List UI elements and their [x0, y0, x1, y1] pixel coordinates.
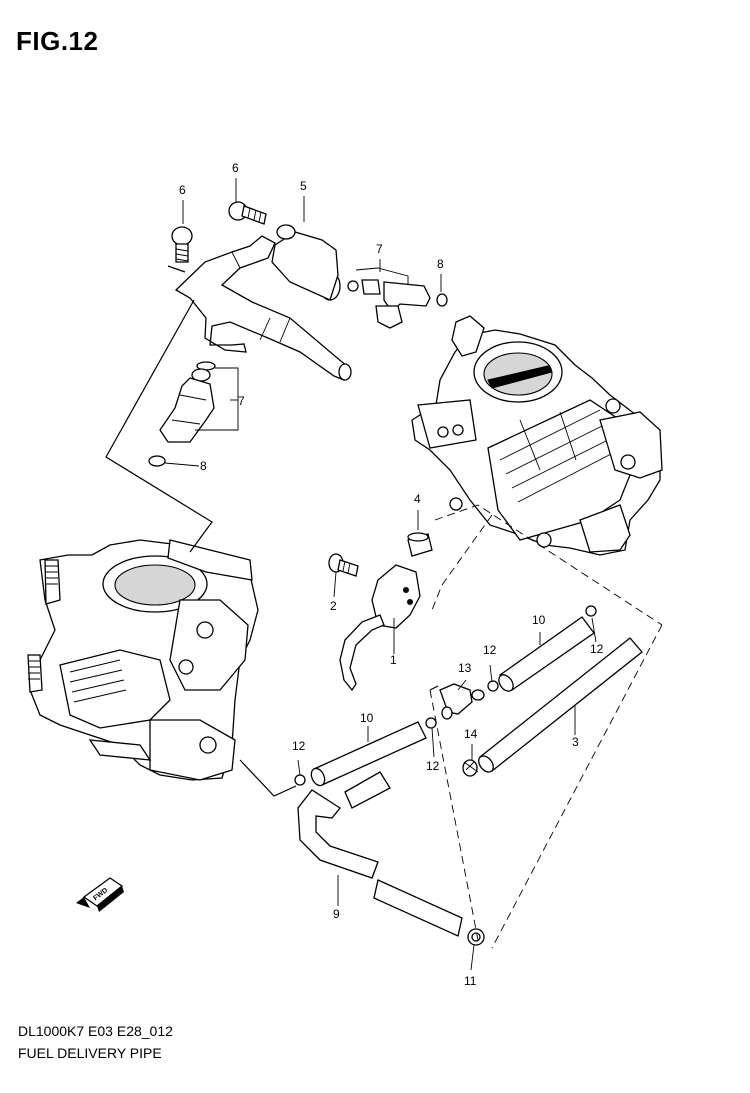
fuel-injector-lower[interactable]	[148, 361, 216, 467]
clamps-12-11[interactable]	[294, 605, 597, 946]
callout-6-left: 6	[179, 183, 186, 197]
callout-9: 9	[333, 907, 340, 921]
fwd-arrow-icon	[76, 877, 124, 912]
callout-4: 4	[414, 492, 421, 506]
hose-3[interactable]	[476, 637, 643, 775]
leader-lines	[105, 178, 663, 971]
callout-12-mid: 12	[483, 643, 497, 657]
hose-10-right[interactable]	[496, 616, 595, 694]
callout-12-right: 12	[590, 642, 604, 656]
hose-9[interactable]	[297, 771, 463, 937]
fuel-injector-upper[interactable]	[347, 279, 448, 329]
callout-7-upper: 7	[376, 242, 383, 256]
figure-title: FIG.12	[16, 26, 99, 56]
callout-3: 3	[572, 735, 579, 749]
drawing-code: DL1000K7 E03 E28_012	[18, 1023, 173, 1039]
callout-13: 13	[458, 661, 472, 675]
callout-7-lower: 7	[238, 394, 245, 408]
diagram-caption: FUEL DELIVERY PIPE	[18, 1045, 162, 1061]
callout-10-right: 10	[532, 613, 546, 627]
callout-5: 5	[300, 179, 307, 193]
callout-8-lower: 8	[200, 459, 207, 473]
cap-4[interactable]	[407, 532, 433, 557]
joint-13[interactable]	[439, 683, 485, 720]
hose-10-left[interactable]	[309, 721, 427, 788]
throttle-body-left[interactable]	[27, 539, 259, 781]
callout-2: 2	[330, 599, 337, 613]
clamp-14[interactable]	[462, 759, 479, 777]
screw-6-top[interactable]	[228, 201, 267, 225]
callout-8-upper: 8	[437, 257, 444, 271]
fuel-delivery-pipe[interactable]	[174, 224, 352, 381]
screw-2[interactable]	[328, 553, 359, 577]
throttle-body-right[interactable]	[411, 315, 663, 556]
callout-10-left: 10	[360, 711, 374, 725]
callout-1: 1	[390, 653, 397, 667]
mount-bracket-1[interactable]	[339, 564, 421, 692]
callout-6-top: 6	[232, 161, 239, 175]
screw-6-left[interactable]	[171, 226, 193, 263]
callout-11: 11	[464, 974, 477, 988]
callout-14: 14	[464, 727, 478, 741]
callout-12-left: 12	[292, 739, 306, 753]
callout-12-center: 12	[426, 759, 440, 773]
